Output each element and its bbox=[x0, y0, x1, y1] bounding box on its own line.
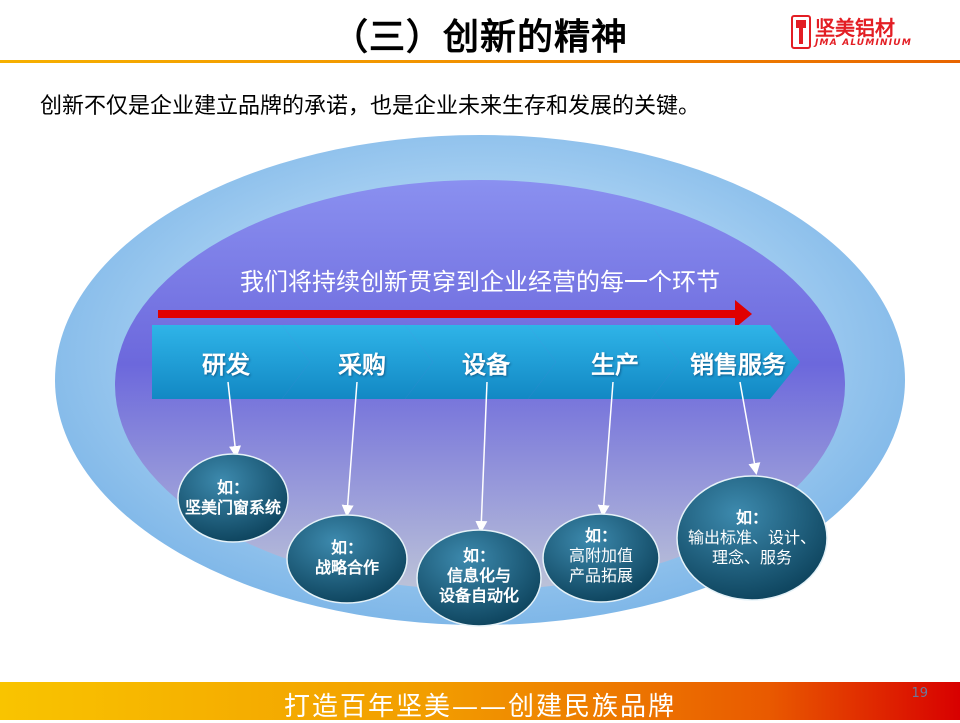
header-divider bbox=[0, 60, 960, 63]
bubble-5-line1: 如： bbox=[735, 508, 768, 527]
bubble-4-line2: 高附加值 bbox=[568, 546, 633, 565]
connector-4 bbox=[597, 381, 614, 517]
bubble-4-line1: 如： bbox=[584, 526, 617, 545]
bubble-5-text: 如： 输出标准、设计、 理念、服务 bbox=[672, 508, 832, 568]
bubble-2-line2: 战略合作 bbox=[314, 558, 379, 577]
stage-chevron-4 bbox=[528, 325, 679, 399]
connectors bbox=[227, 381, 761, 533]
stage-equipment: 设备 bbox=[462, 351, 510, 379]
footer-slogan: 打造百年坚美——创建民族品牌 bbox=[283, 692, 676, 722]
page-title: （三）创新的精神 bbox=[331, 17, 628, 58]
stage-chevron-5 bbox=[651, 325, 800, 399]
stage-rnd: 研发 bbox=[202, 351, 250, 379]
stage-sales-service: 销售服务 bbox=[690, 351, 786, 379]
stage-chevron-3 bbox=[405, 325, 556, 399]
progress-arrow-shaft bbox=[158, 310, 738, 318]
bubble-2-line1: 如： bbox=[330, 538, 363, 557]
bubble-5 bbox=[676, 475, 828, 601]
bubble-1-line2: 坚美门窗系统 bbox=[184, 498, 281, 517]
connector-3 bbox=[475, 381, 488, 533]
progress-arrow-head bbox=[735, 300, 752, 328]
connector-1 bbox=[227, 381, 241, 458]
stage-chevron-2 bbox=[282, 325, 433, 399]
bubble-4-line3: 产品拓展 bbox=[568, 566, 633, 585]
bubble-3 bbox=[416, 529, 542, 627]
bubble-5-line3: 理念、服务 bbox=[711, 548, 792, 567]
bubble-2-text: 如： 战略合作 bbox=[287, 538, 407, 578]
bubble-3-line1: 如： bbox=[462, 546, 495, 565]
bubble-1 bbox=[177, 453, 289, 543]
bubble-2 bbox=[286, 514, 408, 604]
stage-production: 生产 bbox=[591, 351, 639, 379]
footer-bar bbox=[0, 682, 960, 720]
stage-chevrons bbox=[152, 325, 800, 399]
brand-logo-subtitle: JMA ALUMINIUM bbox=[815, 38, 912, 48]
bubble-4 bbox=[542, 513, 660, 603]
intro-text: 创新不仅是企业建立品牌的承诺，也是企业未来生存和发展的关键。 bbox=[40, 94, 701, 119]
bubble-3-line2: 信息化与 bbox=[446, 566, 511, 585]
bubble-4-text: 如： 高附加值 产品拓展 bbox=[541, 526, 661, 586]
connector-5 bbox=[739, 381, 761, 475]
bubble-1-text: 如： 坚美门窗系统 bbox=[168, 478, 298, 518]
bubble-3-text: 如： 信息化与 设备自动化 bbox=[414, 546, 544, 606]
stage-procurement: 采购 bbox=[338, 351, 386, 379]
connector-2 bbox=[341, 381, 358, 517]
brand-logo: 坚美铝材 bbox=[815, 16, 895, 40]
banner-text: 我们将持续创新贯穿到企业经营的每一个环节 bbox=[240, 268, 720, 296]
bubble-1-line1: 如： bbox=[216, 478, 249, 497]
stage-chevron-1 bbox=[152, 325, 310, 399]
page-number: 19 bbox=[911, 686, 928, 701]
logo-mark-icon bbox=[791, 15, 811, 49]
bubble-3-line3: 设备自动化 bbox=[438, 586, 519, 605]
bubble-5-line2: 输出标准、设计、 bbox=[687, 528, 816, 547]
